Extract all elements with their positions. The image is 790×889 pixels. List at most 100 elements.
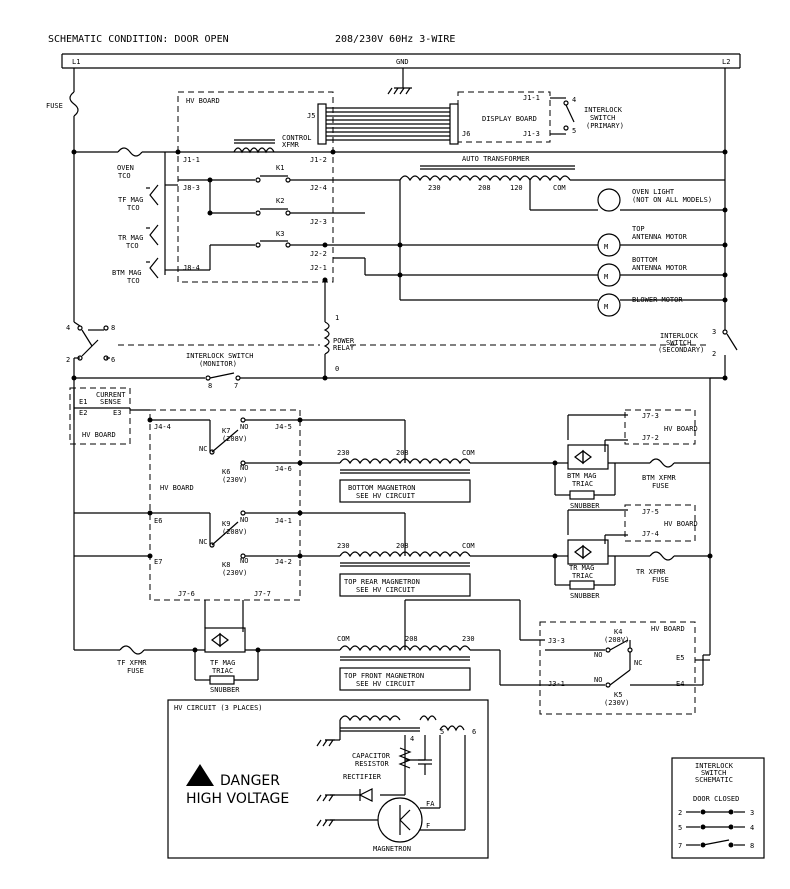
svg-text:M: M <box>604 273 608 281</box>
svg-text:INTERLOCK: INTERLOCK <box>695 762 734 770</box>
control-xfmr-coil <box>233 147 275 154</box>
svg-text:(MONITOR): (MONITOR) <box>199 360 237 368</box>
svg-text:NO: NO <box>594 651 602 659</box>
svg-text:ANTENNA MOTOR: ANTENNA MOTOR <box>632 264 688 272</box>
svg-text:4: 4 <box>750 824 754 832</box>
svg-text:M: M <box>604 303 608 311</box>
svg-text:SWITCH: SWITCH <box>590 114 615 122</box>
interlock-schematic-row-2: 5 4 <box>678 824 754 832</box>
svg-text:208: 208 <box>405 635 418 643</box>
svg-text:DOOR CLOSED: DOOR CLOSED <box>693 795 739 803</box>
svg-text:SNUBBER: SNUBBER <box>570 592 600 600</box>
l2-label: L2 <box>722 58 730 66</box>
svg-text:NO: NO <box>240 516 248 524</box>
top-rear-magnetron-box <box>339 573 471 597</box>
svg-text:BOTTOM: BOTTOM <box>632 256 657 264</box>
svg-text:TOP: TOP <box>632 225 645 233</box>
svg-text:J2-3: J2-3 <box>310 218 327 226</box>
svg-text:TRIAC: TRIAC <box>572 480 593 488</box>
svg-text:NC: NC <box>199 445 207 453</box>
svg-text:BLOWER MOTOR: BLOWER MOTOR <box>632 296 683 304</box>
svg-text:E1: E1 <box>79 398 87 406</box>
tf-snubber <box>209 675 235 685</box>
hv-board-mid-box <box>149 409 301 601</box>
svg-text:TRIAC: TRIAC <box>572 572 593 580</box>
svg-text:SNUBBER: SNUBBER <box>570 502 600 510</box>
btm-triac-hv-board-box <box>624 409 696 445</box>
svg-text:INTERLOCK: INTERLOCK <box>584 106 623 114</box>
svg-text:TF MAG: TF MAG <box>210 659 235 667</box>
k5-contact <box>609 669 631 686</box>
svg-text:K2: K2 <box>276 197 284 205</box>
svg-text:SEE HV CIRCUIT: SEE HV CIRCUIT <box>356 680 416 688</box>
svg-text:FUSE: FUSE <box>652 482 669 490</box>
svg-text:J7-7: J7-7 <box>254 590 271 598</box>
supply-rating-label: 208/230V 60Hz 3-WIRE <box>335 34 455 45</box>
svg-text:M: M <box>604 243 608 251</box>
svg-text:HV BOARD: HV BOARD <box>664 425 698 433</box>
svg-text:6: 6 <box>472 728 476 736</box>
svg-text:BTM MAG: BTM MAG <box>112 269 142 277</box>
hv-ground-1 <box>316 739 335 747</box>
svg-text:J1-1: J1-1 <box>523 94 540 102</box>
svg-text:FUSE: FUSE <box>127 667 144 675</box>
svg-text:(208V): (208V) <box>222 528 247 536</box>
svg-text:2: 2 <box>712 350 716 358</box>
svg-text:SENSE: SENSE <box>100 398 121 406</box>
svg-text:NO: NO <box>240 557 248 565</box>
svg-text:5: 5 <box>572 127 576 135</box>
svg-text:NC: NC <box>634 659 642 667</box>
k9-contact <box>211 521 239 546</box>
top-antenna-motor-icon <box>597 233 621 257</box>
hv-board-low-box <box>539 621 696 715</box>
svg-text:J2-2: J2-2 <box>310 250 327 258</box>
svg-text:TR XFMR: TR XFMR <box>636 568 666 576</box>
svg-text:FA: FA <box>426 800 435 808</box>
svg-text:J2-4: J2-4 <box>310 184 327 192</box>
interlock-switch-left <box>73 321 110 361</box>
svg-text:7: 7 <box>234 382 238 390</box>
svg-text:(230V): (230V) <box>222 569 247 577</box>
display-board-box <box>457 91 551 143</box>
hv-board-top-box <box>177 91 334 283</box>
tf-triac-icon <box>204 627 246 653</box>
svg-text:FUSE: FUSE <box>652 576 669 584</box>
svg-text:HV BOARD: HV BOARD <box>82 431 116 439</box>
svg-text:TCO: TCO <box>126 242 139 250</box>
svg-text:J7-2: J7-2 <box>642 434 659 442</box>
svg-text:TR MAG: TR MAG <box>118 234 143 242</box>
svg-text:(208V): (208V) <box>222 435 247 443</box>
tr-xfmr-fuse-symbol <box>649 551 675 561</box>
bottom-antenna-motor-icon <box>597 263 621 287</box>
fuse-symbol <box>69 91 79 117</box>
svg-text:ANTENNA MOTOR: ANTENNA MOTOR <box>632 233 688 241</box>
svg-text:(NOT ON ALL MODELS): (NOT ON ALL MODELS) <box>632 196 712 204</box>
svg-text:J8-3: J8-3 <box>183 184 200 192</box>
svg-text:J7-5: J7-5 <box>642 508 659 516</box>
danger-label: DANGER <box>220 773 280 789</box>
svg-text:NC: NC <box>199 538 207 546</box>
oven-light-icon <box>597 188 621 212</box>
svg-text:TOP FRONT MAGNETRON: TOP FRONT MAGNETRON <box>344 672 424 680</box>
svg-text:8: 8 <box>208 382 212 390</box>
svg-text:TF XFMR: TF XFMR <box>117 659 147 667</box>
svg-text:K1: K1 <box>276 164 284 172</box>
top-rear-magnetron-coil <box>339 551 471 558</box>
interlock-schematic-box <box>671 757 765 859</box>
svg-text:8: 8 <box>111 324 115 332</box>
bottom-magnetron-box <box>339 479 471 503</box>
hv-ground-3 <box>316 819 335 827</box>
svg-text:CAPACITOR: CAPACITOR <box>352 752 391 760</box>
hv-board-low-title: HV BOARD <box>651 625 685 633</box>
svg-text:K8: K8 <box>222 561 230 569</box>
svg-text:(230V): (230V) <box>222 476 247 484</box>
svg-text:5: 5 <box>440 728 444 736</box>
btm-xfmr-fuse-symbol <box>649 458 675 468</box>
svg-text:4: 4 <box>572 96 576 104</box>
l1-label: L1 <box>72 58 80 66</box>
svg-text:K6: K6 <box>222 468 230 476</box>
current-sense-box <box>69 387 131 445</box>
svg-text:E4: E4 <box>676 680 684 688</box>
svg-text:230: 230 <box>337 542 350 550</box>
svg-text:(208V): (208V) <box>604 636 629 644</box>
